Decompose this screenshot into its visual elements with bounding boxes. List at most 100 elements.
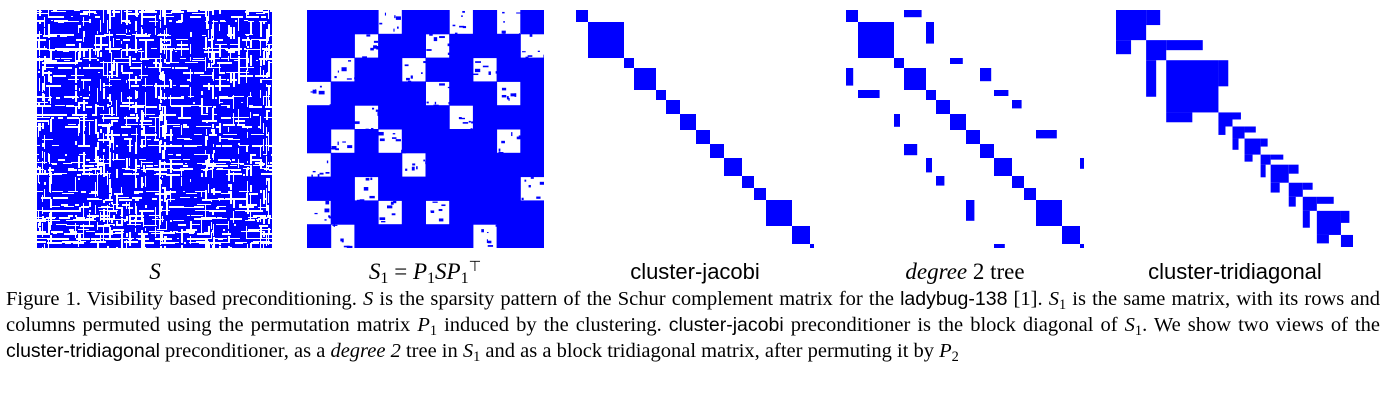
sparsity-gap	[190, 236, 191, 244]
sparsity-gap	[157, 229, 167, 230]
sparsity-gap	[170, 95, 171, 106]
matrix-entry	[381, 220, 386, 223]
sparsity-gap	[49, 16, 64, 18]
matrix-block	[307, 57, 332, 82]
matrix-entry	[528, 184, 531, 188]
sparsity-gap	[171, 105, 181, 107]
off-diagonal-block	[1080, 158, 1084, 169]
matrix-entry	[312, 170, 316, 173]
sparsity-gap	[251, 39, 259, 40]
sparsity-gap	[38, 41, 39, 49]
off-diagonal-block	[966, 200, 975, 221]
matrix-entry	[420, 72, 423, 74]
sparsity-gap	[216, 207, 219, 209]
sparsity-gap	[109, 94, 111, 102]
sparsity-gap	[173, 231, 178, 232]
diagonal-block	[742, 176, 754, 188]
sparsity-gap	[39, 227, 41, 235]
sparsity-gap	[160, 231, 162, 241]
label-degree2-tree: degree 2 tree	[905, 259, 1025, 284]
sparsity-gap	[111, 238, 125, 239]
diagonal-block	[966, 130, 980, 144]
matrix-block	[472, 200, 498, 225]
sparsity-gap	[42, 216, 44, 221]
sparsity-gap	[151, 48, 157, 49]
sparsity-gap	[228, 127, 229, 132]
sparsity-gap	[250, 168, 252, 176]
sparsity-gap	[113, 10, 115, 17]
matrix-entry	[337, 70, 339, 73]
sparsity-gap	[63, 48, 72, 50]
sparsity-gap	[37, 217, 44, 218]
sparsity-gap	[260, 199, 261, 210]
diagonal-block	[576, 10, 588, 22]
sparsity-gap	[160, 90, 162, 97]
sparsity-gap	[190, 32, 192, 37]
sparsity-gap	[50, 199, 52, 208]
sparsity-gap	[175, 51, 177, 52]
sparsity-gap	[263, 190, 265, 204]
sparsity-gap	[244, 20, 248, 21]
sparsity-gap	[95, 205, 96, 214]
sparsity-gap	[116, 194, 118, 208]
sparsity-gap	[197, 163, 211, 164]
matrix-entry	[396, 26, 399, 29]
sparsity-gap	[143, 126, 145, 135]
sparsity-gap	[213, 129, 215, 136]
sparsity-gap	[52, 145, 59, 146]
sparsity-gap	[253, 165, 264, 166]
matrix-entry	[379, 22, 383, 25]
sparsity-gap	[268, 26, 270, 37]
off-diagonal-block	[1302, 182, 1313, 190]
sparsity-gap	[111, 120, 113, 126]
sparsity-gap	[97, 88, 98, 102]
sparsity-gap	[48, 218, 49, 227]
sparsity-gap	[264, 198, 267, 200]
sparsity-gap	[232, 96, 244, 97]
diagonal-block	[710, 144, 724, 158]
sparsity-gap	[212, 163, 223, 164]
sparsity-gap	[173, 220, 184, 221]
sparsity-gap	[217, 39, 223, 41]
sparsity-gap	[44, 28, 45, 36]
sparsity-gap	[75, 52, 76, 65]
sparsity-gap	[178, 224, 186, 226]
sparsity-gap	[107, 205, 108, 218]
sparsity-gap	[71, 75, 84, 76]
sparsity-gap	[213, 153, 214, 160]
sparsity-gap	[83, 81, 84, 89]
sparsity-gap	[238, 16, 239, 31]
sparsity-gap	[219, 138, 233, 139]
sparsity-gap	[162, 106, 163, 121]
sparsity-gap	[212, 230, 213, 233]
sparsity-gap	[113, 205, 114, 212]
sparsity-gap	[95, 104, 97, 114]
sparsity-gap	[123, 39, 130, 41]
sparsity-gap	[76, 39, 82, 41]
sparsity-gap	[194, 218, 205, 220]
sparsity-gap	[126, 44, 128, 56]
matrix-entry	[325, 171, 330, 174]
sparsity-gap	[75, 223, 76, 238]
matrix-entry	[343, 245, 350, 248]
sparsity-gap	[183, 165, 188, 167]
sparsity-gap	[247, 238, 252, 239]
matrix-S1-panel	[307, 10, 544, 248]
matrix-entry	[369, 195, 375, 199]
sparsity-gap	[222, 233, 230, 234]
sparsity-gap	[39, 182, 40, 184]
sparsity-gap	[266, 142, 267, 155]
sparsity-gap	[219, 24, 220, 31]
sparsity-gap	[206, 165, 217, 167]
sparsity-gap	[248, 219, 255, 221]
sparsity-gap	[109, 83, 110, 87]
off-diagonal-block	[1244, 154, 1253, 162]
sparsity-gap	[206, 16, 208, 29]
sparsity-gap	[89, 162, 104, 163]
sparsity-gap	[160, 21, 161, 26]
matrix-block	[378, 224, 403, 248]
sparsity-gap	[62, 241, 68, 242]
sparsity-gap	[170, 169, 183, 170]
sparsity-gap	[140, 48, 142, 49]
sparsity-gap	[149, 21, 158, 22]
